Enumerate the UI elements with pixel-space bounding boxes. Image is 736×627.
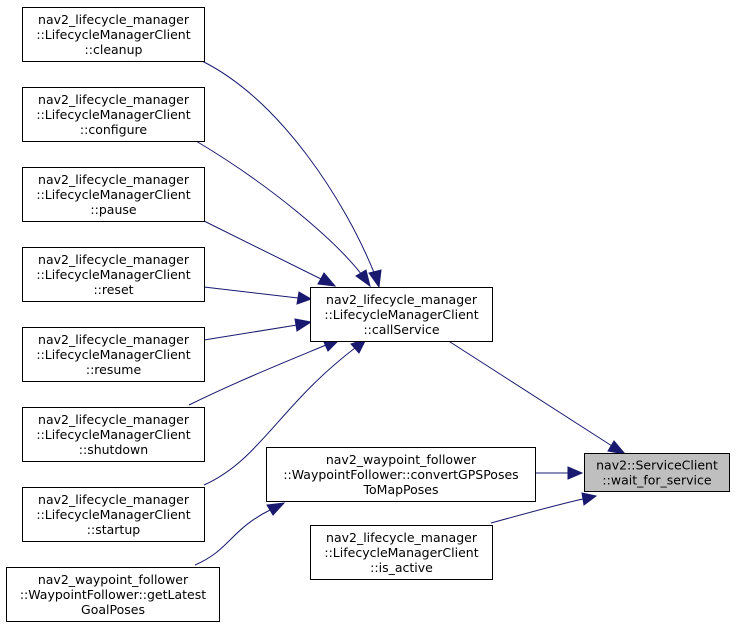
node-label-line: ::resume — [86, 362, 142, 377]
edge-getlatest-to-convertgps — [194, 502, 286, 566]
node-label-line: ::LifecycleManagerClient — [324, 307, 478, 322]
node-convertgpsposes[interactable]: nav2_waypoint_follower::WaypointFollower… — [266, 447, 536, 502]
node-label-line: ::startup — [87, 522, 140, 537]
edge-convertgps-to-waitforservice — [535, 466, 584, 480]
node-label-line: nav2::ServiceClient — [596, 458, 718, 473]
edge-pause-to-callservice — [203, 220, 337, 287]
node-startup[interactable]: nav2_lifecycle_manager::LifecycleManager… — [22, 487, 205, 542]
node-resume[interactable]: nav2_lifecycle_manager::LifecycleManager… — [22, 327, 205, 382]
node-label-line: nav2_lifecycle_manager — [326, 530, 478, 545]
node-label-line: nav2_lifecycle_manager — [38, 92, 190, 107]
edge-isactive-to-waitforservice — [490, 492, 598, 524]
node-label-line: ::reset — [93, 282, 133, 297]
node-label-line: nav2_lifecycle_manager — [38, 252, 190, 267]
node-isactive[interactable]: nav2_lifecycle_manager::LifecycleManager… — [310, 525, 493, 580]
node-label-line: ::LifecycleManagerClient — [36, 267, 190, 282]
node-label-line: ::pause — [90, 202, 136, 217]
node-label-line: ::WaypointFollower::convertGPSPoses — [283, 467, 518, 482]
node-label-line: ToMapPoses — [363, 482, 439, 497]
node-label-line: ::LifecycleManagerClient — [36, 427, 190, 442]
edge-reset-to-callservice — [203, 286, 313, 305]
node-reset[interactable]: nav2_lifecycle_manager::LifecycleManager… — [22, 247, 205, 302]
node-label-line: nav2_lifecycle_manager — [38, 492, 190, 507]
edge-callservice-to-waitforservice — [446, 339, 627, 455]
node-label-line: nav2_lifecycle_manager — [38, 332, 190, 347]
node-label-line: ::callService — [363, 322, 439, 337]
edge-cleanup-to-callservice — [201, 60, 382, 289]
node-label-line: ::shutdown — [79, 442, 148, 457]
node-label-line: ::cleanup — [85, 42, 143, 57]
node-configure[interactable]: nav2_lifecycle_manager::LifecycleManager… — [22, 87, 205, 142]
node-waitforservice[interactable]: nav2::ServiceClient::wait_for_service — [584, 453, 730, 492]
node-label-line: ::LifecycleManagerClient — [324, 545, 478, 560]
node-label-line: ::LifecycleManagerClient — [36, 187, 190, 202]
node-label-line: nav2_waypoint_follower — [326, 452, 477, 467]
node-label-line: nav2_lifecycle_manager — [38, 172, 190, 187]
node-label-line: nav2_lifecycle_manager — [326, 292, 478, 307]
node-label-line: ::LifecycleManagerClient — [36, 507, 190, 522]
node-label-line: ::wait_for_service — [602, 473, 711, 488]
node-callservice[interactable]: nav2_lifecycle_manager::LifecycleManager… — [310, 287, 493, 342]
node-label-line: ::LifecycleManagerClient — [36, 107, 190, 122]
node-label-line: ::WaypointFollower::getLatest — [20, 587, 206, 602]
node-label-line: nav2_lifecycle_manager — [38, 412, 190, 427]
node-label-line: nav2_waypoint_follower — [38, 572, 189, 587]
edge-resume-to-callservice — [203, 318, 313, 341]
node-cleanup[interactable]: nav2_lifecycle_manager::LifecycleManager… — [22, 7, 205, 62]
node-label-line: nav2_lifecycle_manager — [38, 12, 190, 27]
node-label-line: ::LifecycleManagerClient — [36, 27, 190, 42]
node-label-line: ::LifecycleManagerClient — [36, 347, 190, 362]
node-label-line: ::is_active — [370, 560, 433, 575]
node-label-line: GoalPoses — [81, 602, 145, 617]
edge-configure-to-callservice — [195, 140, 371, 288]
node-pause[interactable]: nav2_lifecycle_manager::LifecycleManager… — [22, 167, 205, 222]
node-shutdown[interactable]: nav2_lifecycle_manager::LifecycleManager… — [22, 407, 205, 462]
node-getlatestgoalposes[interactable]: nav2_waypoint_follower::WaypointFollower… — [6, 567, 220, 622]
node-label-line: ::configure — [80, 122, 147, 137]
edge-shutdown-to-callservice — [188, 338, 342, 406]
